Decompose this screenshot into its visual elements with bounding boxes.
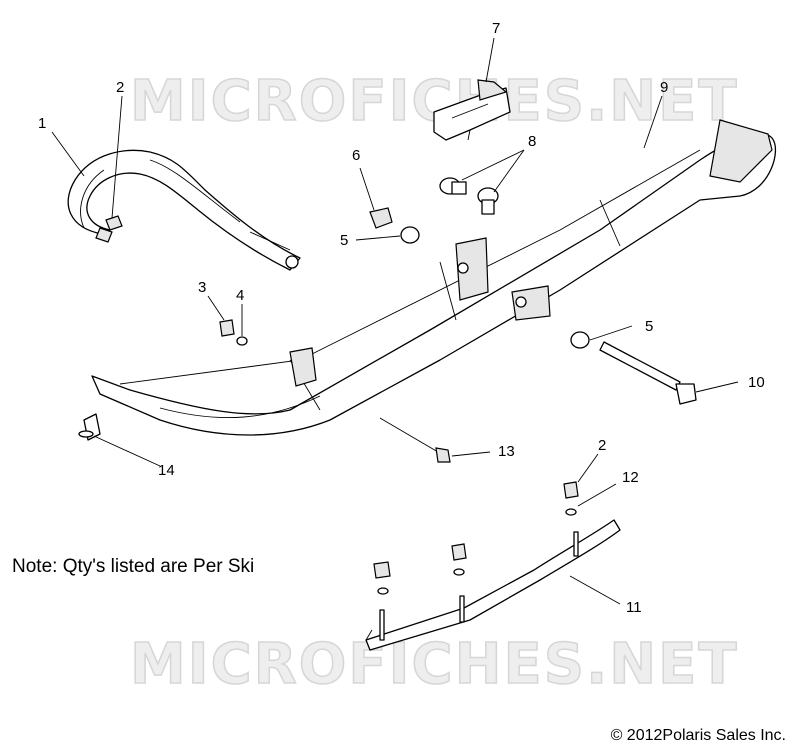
part-nut-6 [369,207,393,229]
part-bolt-10 [599,341,697,405]
part-washer-5a [400,226,420,244]
part-block [433,79,511,141]
part-ski-loop [67,149,301,271]
callout-4: 4 [236,287,244,304]
watermark-top: MICROFICHES.NET [130,69,739,134]
callout-11: 11 [626,599,642,616]
qty-note: Note: Qty's listed are Per Ski [12,556,255,577]
callout-5-upper: 5 [340,232,348,249]
callout-6: 6 [352,147,360,164]
leader-lines [51,37,739,605]
part-bushings [439,177,499,215]
callout-2-bottom: 2 [598,437,606,454]
callout-8: 8 [528,133,536,150]
callout-5-lower: 5 [645,318,653,335]
callout-12: 12 [622,469,639,486]
callout-1: 1 [38,115,46,132]
callout-10: 10 [748,374,765,391]
callout-2-top: 2 [116,79,124,96]
callout-14: 14 [158,462,175,479]
part-bolt-13 [379,417,451,463]
part-ski-body [91,119,777,436]
part-runner-nuts [373,481,579,595]
part-washer-4 [236,336,248,346]
part-nut-handle [105,215,123,231]
callout-13: 13 [498,443,515,460]
callout-7: 7 [492,20,500,37]
watermark-bottom: MICROFICHES.NET [130,632,739,697]
part-pin-14 [78,413,101,441]
part-washer-5b [570,331,590,349]
part-nut-3 [219,319,235,337]
callout-3: 3 [198,279,206,296]
callouts: 1 2 3 4 5 5 6 7 8 9 10 11 12 13 14 2 [38,20,765,616]
copyright-text: © 2012Polaris Sales Inc. [610,727,786,744]
callout-9: 9 [660,79,668,96]
part-carbide-runner [365,519,621,651]
